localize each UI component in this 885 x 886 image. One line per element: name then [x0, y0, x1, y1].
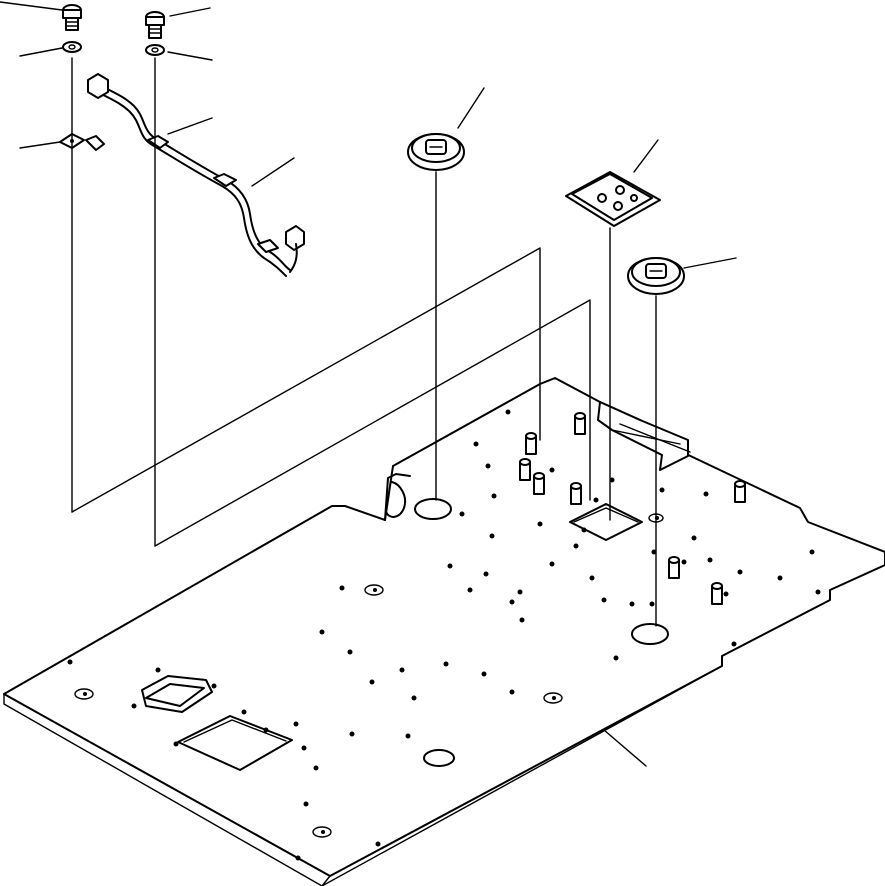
- grommet-hole-1: [414, 498, 452, 520]
- harness-clamp-3: [257, 239, 279, 253]
- grommet-large: [565, 171, 661, 227]
- leader-harness-clamp: [167, 117, 213, 135]
- alignment-lines: [71, 57, 657, 627]
- harness-connector-left: [87, 73, 109, 99]
- grommet-small-1: [407, 133, 465, 171]
- wiring-harness: [85, 73, 305, 277]
- leader-clip: [19, 141, 61, 149]
- harness-clamp-2: [213, 173, 237, 187]
- leader-washer-right: [167, 51, 213, 61]
- harness-clamp-1: [147, 135, 169, 149]
- leader-lines: [0, 1, 737, 767]
- floor-cutout-square: [177, 715, 293, 771]
- plate-holes: [67, 409, 821, 861]
- leader-grommet-large: [633, 139, 659, 173]
- leader-harness: [251, 157, 295, 187]
- leader-bolt-left: [0, 1, 63, 11]
- leader-washer-left: [19, 47, 63, 57]
- floor-hole-center: [423, 749, 455, 767]
- grommet-hole-3: [631, 623, 669, 645]
- washer-left: [62, 41, 82, 53]
- leader-floor-plate: [603, 729, 647, 767]
- grommet-small-2: [627, 257, 685, 295]
- floor-plate: [3, 377, 885, 886]
- bolt-right: [145, 11, 165, 39]
- washer-right: [145, 44, 165, 56]
- leader-bolt-right: [169, 7, 211, 17]
- grommet-hole-2: [569, 503, 643, 541]
- studs: [519, 412, 746, 605]
- bolt-left: [62, 4, 82, 31]
- leader-grommet-small-2: [683, 257, 737, 269]
- leader-grommet-small-1: [457, 87, 485, 129]
- harness-connector-right: [285, 225, 305, 251]
- floor-cutout-rounded: [141, 675, 213, 713]
